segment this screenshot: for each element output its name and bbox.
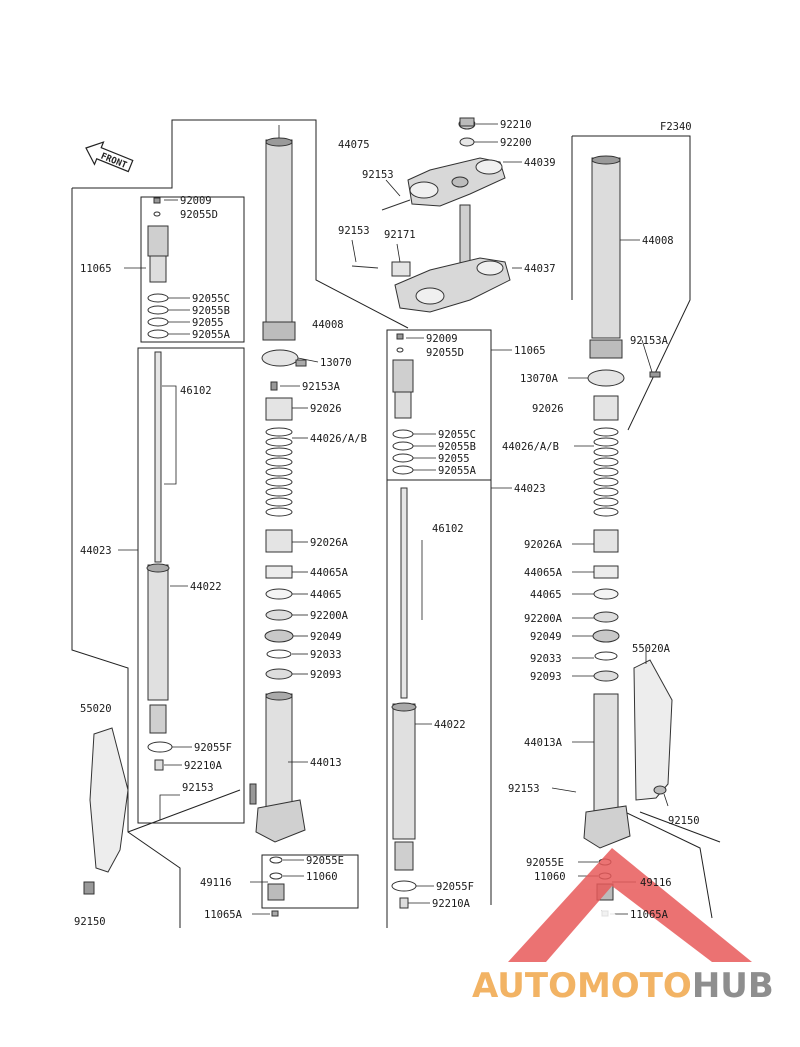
figure-code: F2340 [660,121,692,133]
label-92049-center: 92049 [310,631,342,643]
watermark-brand-a: AUTOMOTO [472,966,692,1006]
label-55020A: 55020A [632,643,671,655]
label-92055D-middle: 92055D [426,347,464,359]
front-arrow-icon: FRONT [85,141,134,173]
label-92033-right: 92033 [530,653,562,665]
label-92055E-center: 92055E [306,855,344,867]
label-92033-center: 92033 [310,649,342,661]
label-92200: 92200 [500,137,532,149]
label-55020: 55020 [80,703,112,715]
label-92055A-middle: 92055A [438,465,477,477]
label-92171: 92171 [384,229,416,241]
label-92153-a: 92153 [362,169,394,181]
label-44037: 44037 [524,263,556,275]
label-92210-top: 92210 [500,119,532,131]
label-44065-center: 44065 [310,589,342,601]
label-44039: 44039 [524,157,556,169]
label-44023-middle: 44023 [514,483,546,495]
lower-triple-clamp [351,204,511,313]
automotohub-watermark: AUTOMOTOHUB [472,848,774,1006]
label-92200A-right: 92200A [524,613,563,625]
label-92055E-right: 92055E [526,857,564,869]
label-92055F-middle: 92055F [436,881,474,893]
label-92055-left: 92055 [192,317,224,329]
label-44065A-center: 44065A [310,567,349,579]
label-92026-center: 92026 [310,403,342,415]
watermark-brand-b: HUB [692,966,774,1006]
diagram-frames [71,119,721,928]
label-44008-center: 44008 [312,319,344,331]
label-92009-left: 92009 [180,195,212,207]
label-44026-right: 44026/A/B [502,441,559,453]
label-92055F-left: 92055F [194,742,232,754]
label-92026A-center: 92026A [310,537,349,549]
label-92153-right: 92153 [508,783,540,795]
label-11065-middle: 11065 [514,345,546,357]
label-13070A-right: 13070A [520,373,559,385]
label-92055D-left: 92055D [180,209,218,221]
label-92026A-right: 92026A [524,539,563,551]
label-92200A-center: 92200A [310,610,349,622]
label-92153A-right: 92153A [630,335,669,347]
label-92150-right: 92150 [668,815,700,827]
label-92055-middle: 92055 [438,453,470,465]
label-46102-middle: 46102 [432,523,464,535]
label-92049-right: 92049 [530,631,562,643]
label-11065-left: 11065 [80,263,112,275]
label-49116-right: 49116 [640,877,672,889]
label-92153A-center: 92153A [302,381,341,393]
label-92055B-middle: 92055B [438,441,476,453]
label-49116-center: 49116 [200,877,232,889]
label-92150-left: 92150 [74,916,106,928]
label-11065A-right: 11065A [630,909,669,921]
label-44026-center: 44026/A/B [310,433,367,445]
label-44023-left: 44023 [80,545,112,557]
middle-cartridge [391,333,417,909]
label-92153-left: 92153 [182,782,214,794]
label-44065-right: 44065 [530,589,562,601]
label-92026-right: 92026 [532,403,564,415]
label-44022-left: 44022 [190,581,222,593]
label-44008-right: 44008 [642,235,674,247]
label-92210A-left: 92210A [184,760,223,772]
label-92009-middle: 92009 [426,333,458,345]
left-fork-guard [83,727,129,895]
label-92055C-middle: 92055C [438,429,476,441]
svg-text:AUTOMOTOHUB: AUTOMOTOHUB [472,966,774,1006]
label-92055B-left: 92055B [192,305,230,317]
label-92055A-left: 92055A [192,329,231,341]
label-44065A-right: 44065A [524,567,563,579]
label-11060-center: 11060 [306,871,338,883]
label-92210A-middle: 92210A [432,898,471,910]
label-11060-right: 11060 [534,871,566,883]
label-92055C-left: 92055C [192,293,230,305]
label-44075: 44075 [338,139,370,151]
label-44013A-right: 44013A [524,737,563,749]
label-11065A-center: 11065A [204,909,243,921]
label-92153-b: 92153 [338,225,370,237]
label-44013-center: 44013 [310,757,342,769]
right-fork-assembly [583,155,673,917]
watermark-triangle-icon [508,848,752,962]
label-46102-left: 46102 [180,385,212,397]
label-13070: 13070 [320,357,352,369]
label-44022-middle: 44022 [434,719,466,731]
part-labels: F2340 44075 92210 92200 44039 92153 9215… [74,119,700,928]
left-cartridge [146,197,173,771]
center-fork-assembly [249,125,307,917]
upper-triple-clamp [381,117,506,211]
label-92093-right: 92093 [530,671,562,683]
label-92093-center: 92093 [310,669,342,681]
